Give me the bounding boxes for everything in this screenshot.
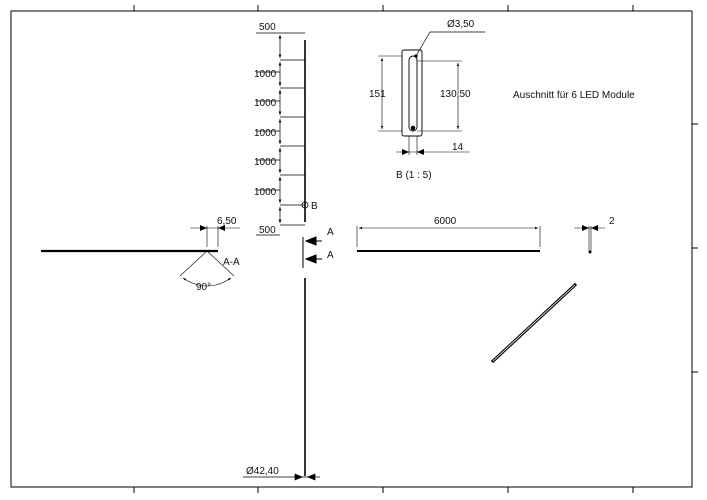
slot-length-label: 151 — [369, 89, 386, 100]
spacing-gap-4-label: 1000 — [254, 157, 277, 168]
spacing-gap-3-label: 1000 — [254, 128, 277, 139]
spacing-dimension-lines — [256, 32, 305, 236]
detail-b-marker-circle — [301, 201, 309, 209]
drawing-frame — [10, 10, 693, 488]
end-thickness-label: 2 — [609, 216, 615, 227]
section-arrow-label-2: A — [327, 250, 334, 261]
spacing-gap-5-label: 1000 — [254, 187, 277, 198]
diameter-label: Ø42,40 — [246, 466, 279, 477]
spacing-top-label: 500 — [259, 22, 276, 33]
detail-b-caption: B (1 : 5) — [396, 170, 432, 181]
end-thickness-view — [574, 225, 605, 254]
isometric-rod-view — [490, 282, 578, 364]
angle-label: 90° — [196, 282, 211, 293]
hole-diameter-label: Ø3,50 — [447, 19, 475, 30]
section-a-a-view — [41, 225, 240, 287]
section-thickness-label: 6,50 — [217, 216, 237, 227]
diameter-dimension — [243, 473, 320, 481]
section-arrow-label-1: A — [327, 227, 334, 238]
section-a-a-label: A-A — [223, 257, 240, 268]
length-view — [356, 226, 541, 252]
spacing-gap-1-label: 1000 — [254, 69, 277, 80]
led-module-note: Auschnitt für 6 LED Module — [513, 90, 635, 101]
spacing-gap-2-label: 1000 — [254, 98, 277, 109]
frame-ticks — [133, 5, 698, 493]
detail-b-marker-label: B — [311, 201, 318, 212]
spacing-bottom-label: 500 — [259, 225, 276, 236]
slot-inner-length-label: 130,50 — [440, 89, 471, 100]
length-label: 6000 — [434, 216, 457, 227]
section-arrows — [302, 236, 322, 268]
slot-width-label: 14 — [452, 142, 464, 153]
detail-b-view — [378, 31, 485, 155]
